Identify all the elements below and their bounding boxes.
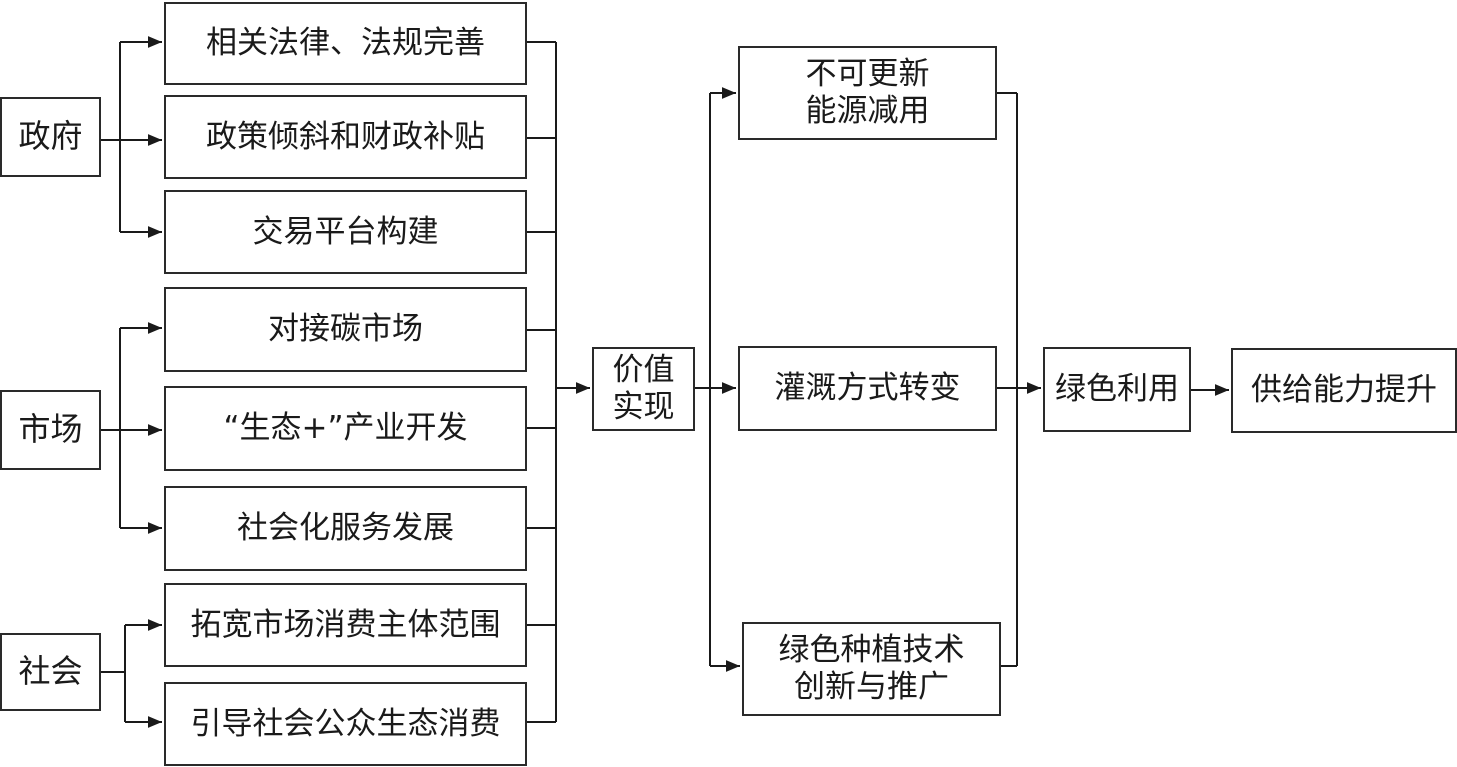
supply-capacity-label: 供给能力提升 [1251, 372, 1437, 409]
measure-label: 拓宽市场消费主体范围 [190, 606, 501, 643]
measure-label: 社会化服务发展 [237, 510, 454, 547]
outcome-box-irrigation: 灌溉方式转变 [738, 346, 997, 431]
measure-box-policy-subsidy: 政策倾斜和财政补贴 [164, 95, 527, 179]
outcome-label: 不可更新 能源减用 [805, 56, 930, 129]
outcome-box-green-planting: 绿色种植技术 创新与推广 [742, 622, 1001, 716]
measure-label: 引导社会公众生态消费 [190, 705, 501, 742]
market-label: 市场 [18, 410, 83, 449]
outcome-label: 灌溉方式转变 [774, 370, 961, 407]
measure-box-eco-consumption: 引导社会公众生态消费 [164, 682, 527, 766]
value-realization-label: 价值 实现 [612, 352, 675, 425]
measure-box-trading-platform: 交易平台构建 [164, 190, 527, 274]
measure-label: “生态+”产业开发 [223, 410, 468, 447]
society-label: 社会 [18, 652, 83, 691]
government-box: 政府 [0, 97, 101, 177]
market-box: 市场 [0, 390, 101, 470]
measure-box-social-services: 社会化服务发展 [164, 486, 527, 571]
green-use-label: 绿色利用 [1055, 371, 1179, 408]
green-use-box: 绿色利用 [1043, 347, 1191, 432]
value-realization-box: 价值 实现 [592, 347, 695, 431]
outcome-label: 绿色种植技术 创新与推广 [778, 632, 965, 705]
measure-box-eco-industry: “生态+”产业开发 [164, 386, 527, 471]
measure-label: 交易平台构建 [252, 213, 439, 250]
supply-capacity-box: 供给能力提升 [1231, 348, 1457, 433]
society-box: 社会 [0, 633, 101, 711]
measure-label: 相关法律、法规完善 [206, 25, 485, 62]
measure-label: 对接碳市场 [268, 311, 423, 348]
measure-box-consumer-scope: 拓宽市场消费主体范围 [164, 583, 527, 667]
outcome-box-nonrenewable: 不可更新 能源减用 [738, 46, 997, 140]
measure-box-carbon-market: 对接碳市场 [164, 287, 527, 372]
government-label: 政府 [18, 117, 83, 156]
measure-label: 政策倾斜和财政补贴 [206, 118, 485, 155]
measure-box-laws: 相关法律、法规完善 [164, 2, 527, 85]
